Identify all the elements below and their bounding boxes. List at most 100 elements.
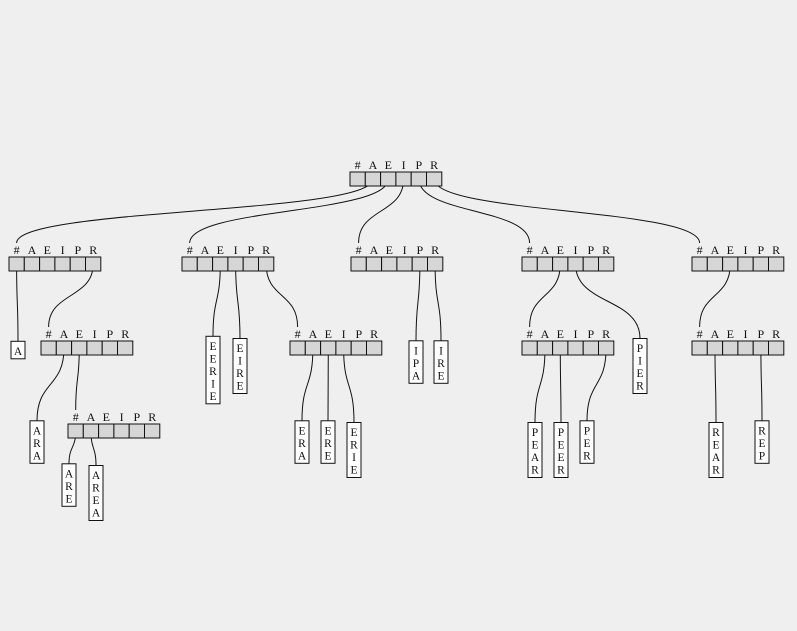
node-header-symbol: I bbox=[93, 327, 97, 341]
node-cell bbox=[567, 340, 584, 356]
node-cell bbox=[691, 256, 708, 272]
leaf-box bbox=[553, 422, 569, 478]
leaf-letter: E bbox=[583, 438, 590, 450]
node-header-symbol: R bbox=[89, 243, 97, 257]
leaf-letter: A bbox=[33, 425, 42, 437]
leaf-letter: A bbox=[65, 468, 74, 480]
leaf-letter: A bbox=[412, 370, 421, 382]
node-header-symbol: P bbox=[758, 327, 765, 341]
node-header-symbol: # bbox=[73, 410, 79, 424]
node-header-symbol: R bbox=[262, 243, 270, 257]
leaf-letter: I bbox=[414, 345, 418, 357]
edge-n-i-to-leaf-ipa bbox=[415, 263, 421, 341]
node-header-symbol: I bbox=[234, 243, 238, 257]
leaf-letter: E bbox=[209, 353, 216, 365]
node-cell bbox=[350, 256, 367, 272]
leaf-letter: E bbox=[350, 465, 357, 477]
node-cell bbox=[117, 340, 134, 356]
leaf-letter: R bbox=[531, 465, 539, 477]
edge-n-pe-to-leaf-pear bbox=[534, 347, 546, 423]
leaf-letter: E bbox=[209, 341, 216, 353]
leaf-letter: R bbox=[236, 368, 244, 380]
node-header-symbol: I bbox=[574, 243, 578, 257]
node-cell bbox=[71, 340, 88, 356]
node-cell bbox=[536, 340, 554, 356]
node-cell bbox=[304, 340, 322, 356]
edge-n-er-to-leaf-erie bbox=[343, 347, 355, 423]
node-cell bbox=[364, 171, 382, 187]
node-header-symbol: # bbox=[355, 158, 361, 172]
leaf-letter: I bbox=[439, 345, 443, 357]
leaf-letter: A bbox=[14, 346, 23, 358]
trie-leaf-ara: ARA bbox=[29, 420, 45, 464]
node-header-symbol: R bbox=[772, 243, 780, 257]
leaf-box bbox=[294, 420, 310, 464]
leaf-letter: R bbox=[557, 465, 565, 477]
node-cell bbox=[181, 256, 198, 272]
leaf-letter: I bbox=[238, 356, 242, 368]
node-header-symbol: I bbox=[744, 243, 748, 257]
edge-root-to-n-a bbox=[16, 178, 374, 244]
node-header-symbol: P bbox=[758, 243, 765, 257]
edge-n-pe-to-leaf-per bbox=[586, 347, 607, 421]
node-cell bbox=[427, 256, 444, 272]
node-cell bbox=[82, 423, 100, 439]
node-cell bbox=[196, 256, 214, 272]
node-header-symbol: I bbox=[120, 410, 124, 424]
leaf-letter: E bbox=[65, 493, 72, 505]
node-header-symbol: # bbox=[295, 327, 301, 341]
node-header-symbol: A bbox=[711, 243, 720, 257]
node-cell bbox=[98, 423, 115, 439]
node-cell bbox=[320, 340, 337, 356]
trie-leaf-are: ARE bbox=[61, 463, 77, 507]
node-header-symbol: # bbox=[14, 243, 20, 257]
leaf-box bbox=[29, 420, 45, 464]
node-cell bbox=[706, 340, 724, 356]
node-header-symbol: # bbox=[356, 243, 362, 257]
node-cell bbox=[101, 340, 118, 356]
leaf-letter: E bbox=[557, 452, 564, 464]
trie-leaf-a: A bbox=[10, 340, 26, 360]
node-cell bbox=[8, 256, 25, 272]
node-cell bbox=[410, 171, 428, 187]
leaf-letter: R bbox=[758, 425, 766, 437]
node-cell bbox=[598, 256, 615, 272]
node-header-symbol: R bbox=[430, 158, 438, 172]
node-header-symbol: P bbox=[356, 327, 363, 341]
node-header-symbol: A bbox=[541, 327, 550, 341]
node-cell bbox=[521, 340, 538, 356]
node-cell bbox=[381, 256, 398, 272]
edge-n-re-to-leaf-rear bbox=[714, 347, 717, 423]
node-header-symbol: P bbox=[134, 410, 141, 424]
leaf-box bbox=[10, 340, 26, 360]
edge-n-a-to-n-ar bbox=[48, 263, 94, 328]
node-cell bbox=[582, 256, 600, 272]
node-cell bbox=[212, 256, 229, 272]
leaf-letter: P bbox=[532, 427, 538, 439]
leaf-letter: R bbox=[92, 483, 100, 495]
edge-n-e-to-leaf-eire bbox=[235, 263, 241, 339]
node-header-symbol: # bbox=[697, 243, 703, 257]
node-header-symbol: P bbox=[588, 327, 595, 341]
node-cell bbox=[227, 256, 244, 272]
node-cell bbox=[69, 256, 86, 272]
node-header-symbol: # bbox=[187, 243, 193, 257]
edge-n-p-to-leaf-pier bbox=[575, 263, 641, 339]
node-header-symbol: E bbox=[103, 410, 110, 424]
node-cell bbox=[706, 256, 724, 272]
leaf-box bbox=[346, 422, 362, 478]
leaf-box bbox=[408, 340, 424, 384]
leaf-box bbox=[320, 420, 336, 464]
node-header-symbol: A bbox=[87, 410, 96, 424]
node-header-symbol: R bbox=[602, 243, 610, 257]
leaf-box bbox=[232, 338, 248, 394]
trie-leaf-ere: ERE bbox=[320, 420, 336, 464]
node-cell bbox=[242, 256, 259, 272]
node-cell bbox=[380, 171, 397, 187]
